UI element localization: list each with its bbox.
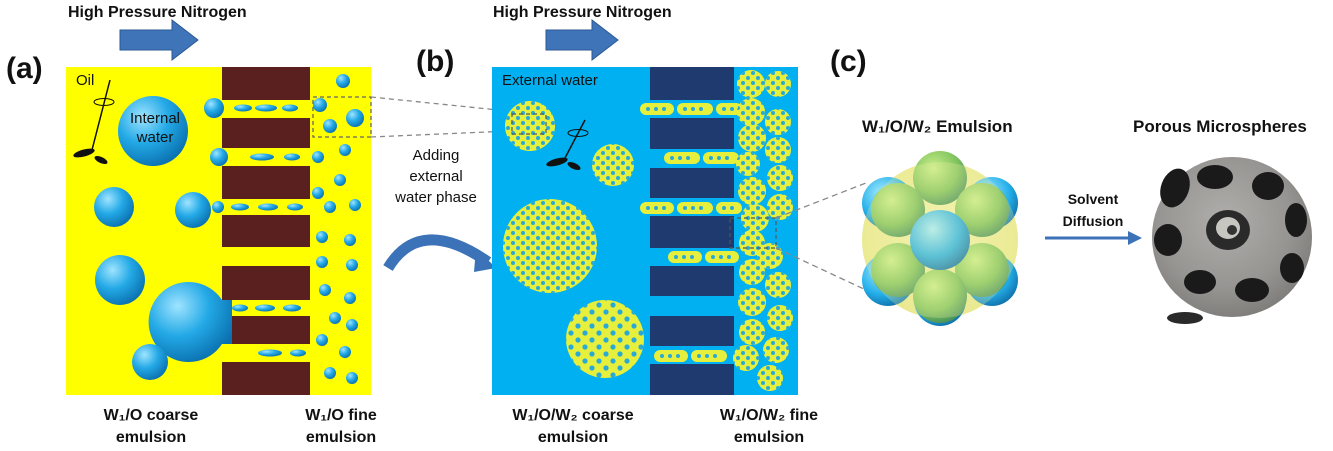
fine-droplets-a <box>312 74 364 384</box>
caption-b-coarse-line1: W₁/O/W₂ coarse <box>512 407 634 424</box>
nitrogen-header-a: High Pressure Nitrogen <box>68 4 247 21</box>
panel-b <box>492 67 798 395</box>
zoom-box-a <box>312 96 372 138</box>
caption-a-fine-line2: emulsion <box>305 429 377 446</box>
caption-a-coarse-line2: emulsion <box>115 429 187 446</box>
caption-b-fine: W₁/O/W₂ fine emulsion <box>694 405 844 449</box>
caption-b-fine-line1: W₁/O/W₂ fine <box>719 407 819 424</box>
caption-a-fine-line1: W₁/O fine <box>305 407 377 424</box>
solvent-diffusion-arrow <box>1045 231 1142 245</box>
w1ow2-emulsion-sphere <box>862 151 1018 326</box>
solvent-line2: Diffusion <box>1062 213 1124 229</box>
porous-microsphere <box>1152 157 1312 324</box>
caption-b-coarse-line2: emulsion <box>537 429 609 446</box>
adding-line1: Adding <box>412 147 460 164</box>
solvent-diffusion-label: Solvent Diffusion <box>1058 188 1128 232</box>
solvent-line1: Solvent <box>1067 191 1119 207</box>
adding-water-arrowhead <box>474 248 496 272</box>
oil-label: Oil <box>76 72 95 89</box>
caption-a-coarse-line1: W₁/O coarse <box>103 407 199 424</box>
zoom-lines-a-b <box>370 96 519 138</box>
channel-droplets-a <box>231 104 306 357</box>
adding-line3: water phase <box>395 189 477 206</box>
coarse-droplets-b <box>503 101 644 378</box>
panel-a <box>66 67 372 395</box>
fine-droplets-b <box>733 70 793 391</box>
panel-label-a: (a) <box>6 52 43 85</box>
panel-label-c: (c) <box>830 45 867 78</box>
zoom-box-b-right <box>729 217 777 249</box>
emulsion-title: W₁/O/W₂ Emulsion <box>862 117 1013 136</box>
adding-line2: external <box>409 168 463 185</box>
membrane-b <box>650 67 734 395</box>
panel-label-b: (b) <box>416 45 455 78</box>
microspheres-title: Porous Microspheres <box>1133 117 1307 136</box>
caption-b-coarse: W₁/O/W₂ coarse emulsion <box>488 405 658 449</box>
zoom-box-b-left <box>511 113 547 135</box>
internal-water-line2: water <box>136 129 174 146</box>
caption-a-fine: W₁/O fine emulsion <box>286 405 396 449</box>
adding-water-arrow <box>383 234 492 272</box>
membrane-a <box>222 67 310 395</box>
external-water-label: External water <box>502 72 598 89</box>
nitrogen-arrow-b <box>545 18 619 62</box>
zoom-lines-b-c <box>775 182 867 291</box>
adding-water-label: Adding external water phase <box>386 145 486 208</box>
coarse-droplets-a <box>94 96 232 380</box>
caption-b-fine-line2: emulsion <box>733 429 805 446</box>
nitrogen-arrow-a <box>119 18 199 62</box>
internal-water-line1: Internal <box>129 110 181 127</box>
stirrer-icon-a <box>73 79 115 165</box>
stirrer-icon-b <box>546 119 589 171</box>
caption-a-coarse: W₁/O coarse emulsion <box>66 405 236 449</box>
channel-droplets-b <box>640 103 742 362</box>
nitrogen-header-b: High Pressure Nitrogen <box>493 4 672 21</box>
internal-water-label: Internal water <box>127 109 183 147</box>
